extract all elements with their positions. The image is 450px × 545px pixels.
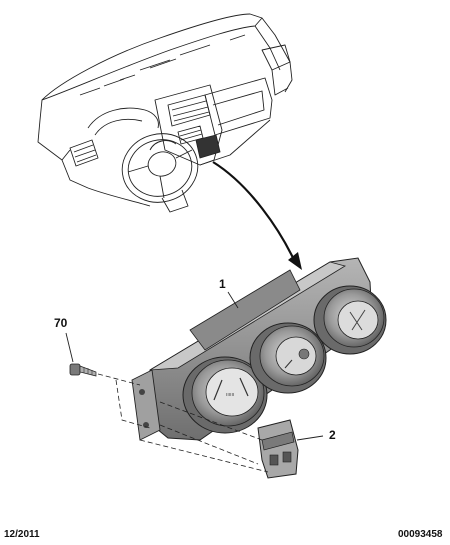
screw <box>65 332 97 377</box>
assembly-guide-lines <box>97 373 269 473</box>
heater-control-panel: ıııııı <box>131 257 387 441</box>
callout-2: 2 <box>329 428 336 442</box>
footer-reference: 00093458 <box>398 529 443 540</box>
dashboard-illustration <box>37 13 293 213</box>
svg-text:ıııııı: ıııııı <box>226 392 234 398</box>
air-distribution-knob <box>313 285 387 355</box>
locator-arrow <box>212 161 302 270</box>
fan-speed-knob <box>249 322 327 394</box>
footer-date: 12/2011 <box>4 529 40 540</box>
temperature-knob: ıııııı <box>182 356 268 434</box>
mounting-bracket <box>257 419 324 479</box>
callout-1: 1 <box>219 277 226 291</box>
callout-70: 70 <box>54 316 68 330</box>
